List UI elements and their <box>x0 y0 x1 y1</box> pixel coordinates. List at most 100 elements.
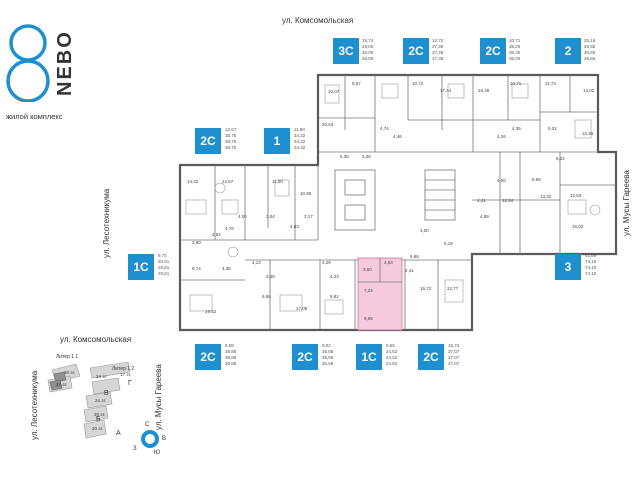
room-label: 4,00 <box>497 178 506 183</box>
room-label: 4,13 <box>252 260 261 265</box>
room-label: 10,98 <box>300 191 312 196</box>
room-label: 3,65 <box>266 274 275 279</box>
floor-label: 32 эт. <box>56 382 68 387</box>
room-label: 4,89 <box>480 214 489 219</box>
room-label: 3,90 <box>192 240 201 245</box>
room-label: 4,35 <box>222 266 231 271</box>
room-label: 3,17 <box>304 214 313 219</box>
room-label: 3,04 <box>266 214 275 219</box>
apt-badge-3[interactable]: 3 <box>555 254 581 280</box>
apt-badge-2[interactable]: 2 <box>555 38 581 64</box>
room-label: 12,54 <box>502 198 514 203</box>
room-label: 7,24 <box>364 288 373 293</box>
floor-label: 20 эт. <box>94 412 106 417</box>
apt-badge-1[interactable]: 1 <box>264 128 290 154</box>
site-map: ул. Комсомольская ул. Лесотехникума ул. … <box>0 330 190 480</box>
room-label: 17,44 <box>440 88 452 93</box>
room-label: 3,60 <box>363 267 372 272</box>
room-label: 8,98 <box>532 177 541 182</box>
compass-e: В <box>162 436 167 442</box>
room-label: 4,03 <box>384 260 393 265</box>
section-label: Б <box>96 416 101 423</box>
apt-badge-1c[interactable]: 1С <box>356 344 382 370</box>
room-label: 9,67 <box>352 81 361 86</box>
room-label: 4,83 <box>290 224 299 229</box>
room-label: 10,53 <box>570 193 582 198</box>
apt-badge-1c[interactable]: 1С <box>128 254 154 280</box>
compass-w: З <box>133 446 137 452</box>
room-label: 4,00 <box>238 214 247 219</box>
room-label: 9,58 <box>262 294 271 299</box>
room-label: 16,03 <box>572 224 584 229</box>
room-label: 19,52 <box>205 309 217 314</box>
room-label: 10,26 <box>582 131 594 136</box>
room-label: 2,41 <box>405 268 414 273</box>
apt-badge-2c[interactable]: 2С <box>195 344 221 370</box>
room-label: 20,63 <box>322 122 334 127</box>
room-label: 4,74 <box>380 126 389 131</box>
room-label: 12,67 <box>222 179 234 184</box>
apt-badge-2c[interactable]: 2С <box>418 344 444 370</box>
room-label: 6,22 <box>556 156 565 161</box>
room-label: 2,82 <box>212 232 221 237</box>
apt-badge-2c[interactable]: 2С <box>292 344 318 370</box>
floor-label: 24 эт. <box>96 374 108 379</box>
liter-1-2-label: Литер 1.2 <box>112 366 135 372</box>
room-label: 16,48 <box>478 88 490 93</box>
section-label: В <box>104 390 109 397</box>
room-label: 15,72 <box>420 286 432 291</box>
room-label: 11,74 <box>545 81 556 86</box>
section-label: А <box>116 430 121 437</box>
section-label: Г <box>128 380 132 387</box>
room-label: 6,35 <box>340 154 349 159</box>
room-label: 4,35 <box>512 126 521 131</box>
room-label: 9,65 <box>364 316 373 321</box>
floor-label: 20 эт. <box>92 426 104 431</box>
room-label: 22,77 <box>447 286 459 291</box>
room-label: 14,02 <box>583 88 595 93</box>
room-label: 5,01 <box>548 126 557 131</box>
room-label: 17,08 <box>296 306 308 311</box>
floor-label: 17 эт. <box>120 372 132 377</box>
floor-label: 24 эт. <box>95 398 107 403</box>
apt-badge-3c[interactable]: 3С <box>333 38 359 64</box>
room-label: 6,98 <box>410 254 419 259</box>
room-label: 4,23 <box>330 274 339 279</box>
brand-tagline: жилой комплекс <box>6 112 63 121</box>
room-label: 10,71 <box>510 81 522 86</box>
room-label: 13,32 <box>540 194 552 199</box>
room-label: 4,26 <box>497 134 506 139</box>
room-label: 11,90 <box>272 179 283 184</box>
site-map-top-street: ул. Комсомольская <box>60 335 132 344</box>
room-label: 5,19 <box>444 241 453 246</box>
room-label: 4,41 <box>477 198 486 203</box>
room-label: 14,32 <box>187 179 199 184</box>
apt-badge-2c[interactable]: 2С <box>195 128 221 154</box>
floor-label: 30 эт. <box>64 370 76 375</box>
apt-badge-2c[interactable]: 2С <box>403 38 429 64</box>
room-label: 4,46 <box>393 134 402 139</box>
room-label: 4,76 <box>225 226 234 231</box>
room-label: 4,26 <box>322 260 331 265</box>
apt-badge-2c[interactable]: 2С <box>480 38 506 64</box>
room-label: 9,82 <box>330 294 339 299</box>
room-label: 4,00 <box>420 228 429 233</box>
street-top: ул. Комсомольская <box>282 16 354 25</box>
room-label: 3,28 <box>362 154 371 159</box>
liter-1-1-label: Литер 1.1 <box>56 354 79 360</box>
room-label: 9,74 <box>192 266 201 271</box>
compass-s: Ю <box>154 450 161 456</box>
